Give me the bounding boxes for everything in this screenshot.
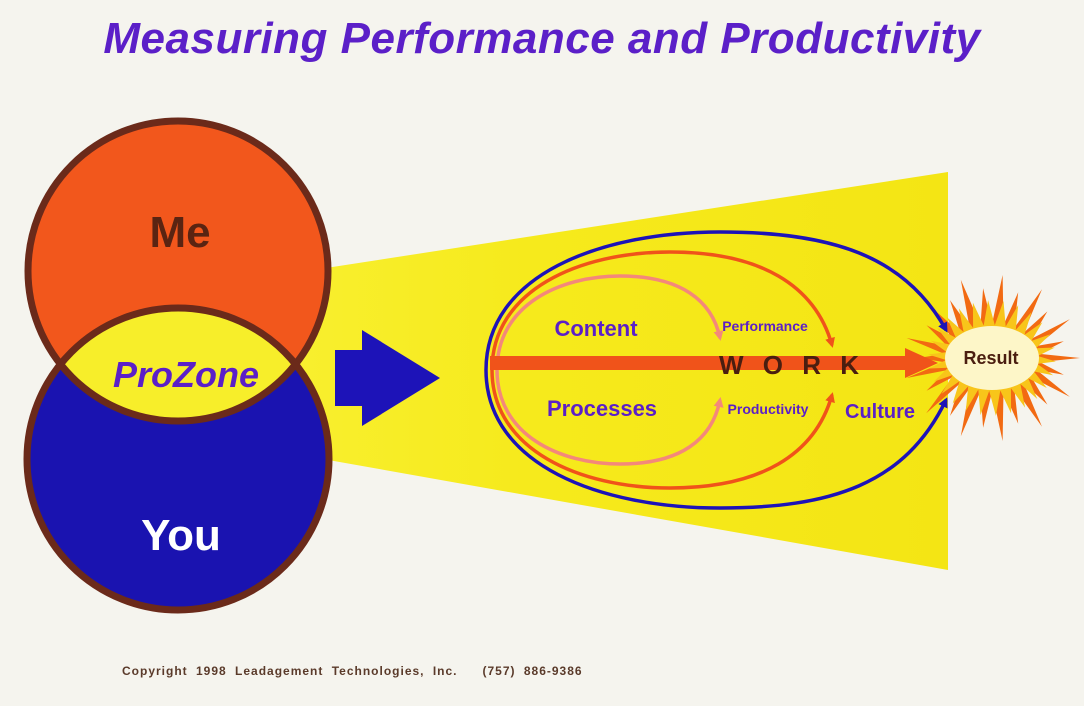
you-label: You [141, 511, 221, 560]
prozone-label: ProZone [113, 354, 259, 395]
result-oval [945, 326, 1039, 390]
productivity-arc [490, 369, 835, 490]
work-arrow-head [905, 348, 938, 378]
venn-diagram [23, 117, 333, 614]
performance-label: Performance [722, 318, 808, 334]
processes-arc [495, 369, 724, 466]
page-title: Measuring Performance and Productivity [103, 14, 981, 63]
work-arcs [484, 230, 948, 510]
performance-arc [490, 250, 835, 371]
block-arrow [335, 330, 440, 426]
content-arc [495, 274, 724, 371]
culture-arc-top [484, 230, 948, 371]
processes-label: Processes [547, 396, 657, 421]
prozone-overlap [28, 308, 328, 421]
funnel-shape [300, 172, 948, 570]
copyright-footer: Copyright 1998 Leadagement Technologies,… [122, 664, 583, 678]
culture-label: Culture [845, 401, 915, 423]
me-label: Me [149, 208, 210, 257]
culture-arc-bottom [484, 369, 948, 510]
content-label: Content [554, 316, 638, 341]
work-label: W O R K [719, 350, 865, 380]
productivity-label: Productivity [728, 401, 809, 417]
work-arrow-shaft [490, 356, 908, 370]
result-label: Result [963, 348, 1018, 368]
